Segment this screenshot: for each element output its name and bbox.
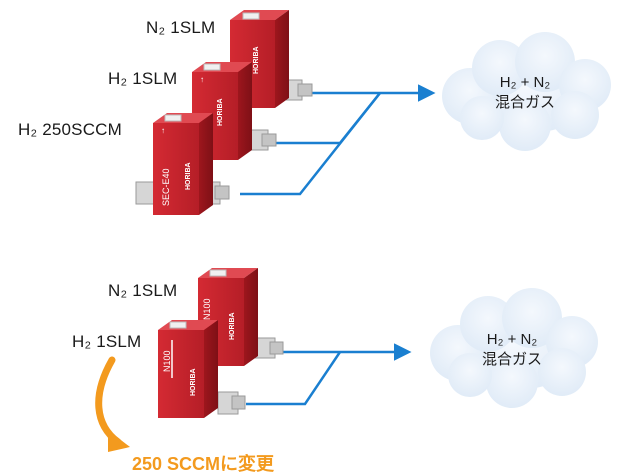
gas-lines-top xyxy=(240,84,436,196)
output-description-top: 混合ガス xyxy=(494,94,555,111)
svg-text:HORIBA: HORIBA xyxy=(217,98,224,126)
svg-text:↑: ↑ xyxy=(200,75,204,84)
change-note: 250 SCCMに変更 xyxy=(132,454,275,474)
output-formula-bottom: H₂ + N₂ xyxy=(486,331,538,348)
device-model-label-bottom: N100 xyxy=(162,350,172,372)
svg-text:N100: N100 xyxy=(202,298,212,320)
label-n2-bottom: N₂ 1SLM xyxy=(108,281,178,300)
output-formula-top: H₂ + N₂ xyxy=(499,74,551,91)
output-text-bottom: H₂ + N₂ 混合ガス xyxy=(457,330,567,370)
svg-text:HORIBA: HORIBA xyxy=(253,46,260,74)
output-cloud-bottom xyxy=(430,288,598,408)
output-description-bottom: 混合ガス xyxy=(481,351,542,368)
gas-lines-bottom xyxy=(246,343,412,406)
label-h2-bottom: H₂ 1SLM xyxy=(72,332,142,351)
label-h2-top: H₂ 1SLM xyxy=(108,69,178,88)
label-h2-250-top: H₂ 250SCCM xyxy=(18,120,123,139)
svg-text:HORIBA: HORIBA xyxy=(185,162,192,190)
output-text-top: H₂ + N₂ 混合ガス xyxy=(470,73,580,113)
output-cloud-top xyxy=(442,32,611,151)
device-model-label-top: SEC-E40 xyxy=(161,168,171,206)
mfc-device-h2-small-top: ↑ SEC-E40 HORIBA xyxy=(135,113,230,215)
svg-text:↑: ↑ xyxy=(161,126,165,135)
svg-text:HORIBA: HORIBA xyxy=(190,368,197,396)
mfc-device-h2-bottom: N100 HORIBA xyxy=(158,320,246,418)
svg-text:HORIBA: HORIBA xyxy=(229,312,236,340)
change-arrow-icon xyxy=(95,356,130,452)
label-n2-top: N₂ 1SLM xyxy=(146,18,216,37)
